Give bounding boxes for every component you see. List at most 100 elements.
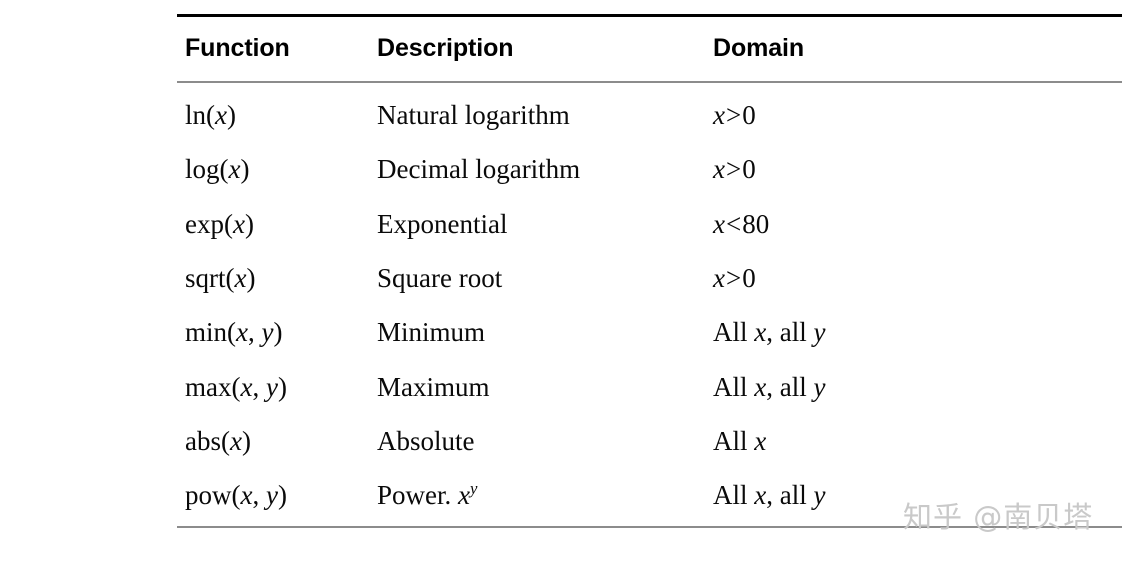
paren-open: ( bbox=[223, 208, 233, 239]
variable-y: y bbox=[813, 480, 826, 511]
cell-description: Square root bbox=[377, 263, 503, 294]
relational-operator: > bbox=[725, 100, 742, 130]
power-exponent: y bbox=[469, 479, 478, 499]
cell-description: Exponential bbox=[377, 208, 508, 239]
paren-close: ) bbox=[277, 371, 287, 402]
domain-prefix: All bbox=[713, 371, 755, 402]
paren-open: ( bbox=[231, 371, 241, 402]
cell-function: abs(x) bbox=[177, 414, 369, 468]
argument-separator: , bbox=[252, 480, 266, 511]
description-text: Power. bbox=[377, 480, 452, 511]
domain-value: 0 bbox=[742, 100, 756, 130]
paren-open: ( bbox=[231, 480, 241, 511]
function-name: pow bbox=[185, 480, 232, 511]
variable-x: x bbox=[236, 317, 248, 348]
cell-domain: x>0 bbox=[705, 83, 1122, 142]
cell-domain: All x, all y bbox=[705, 468, 1122, 525]
cell-description: Decimal logarithm bbox=[377, 154, 581, 185]
variable-x: x bbox=[230, 426, 242, 457]
column-header-description: Description bbox=[377, 34, 514, 62]
paren-close: ) bbox=[273, 317, 283, 348]
table-header: Function Description Domain bbox=[177, 17, 1122, 81]
argument-separator: , bbox=[252, 371, 266, 402]
function-name: abs bbox=[185, 426, 221, 457]
variable-y: y bbox=[813, 317, 826, 348]
functions-table: Function Description Domain bbox=[177, 17, 1122, 81]
variable-x: x bbox=[754, 371, 767, 402]
cell-domain: All x, all y bbox=[705, 305, 1122, 359]
variable-y: y bbox=[265, 371, 278, 402]
variable-y: y bbox=[261, 317, 274, 348]
table-bottom-rule bbox=[177, 525, 1122, 528]
variable-x: x bbox=[240, 371, 253, 402]
variable-x: x bbox=[234, 263, 247, 294]
variable-x: x bbox=[713, 263, 725, 294]
cell-function: ln(x) bbox=[177, 83, 369, 142]
table-row: pow(x, y) Power. xy All x, all y bbox=[177, 468, 1122, 525]
variable-x: x bbox=[713, 100, 725, 130]
table-row: exp(x) Exponential x<80 bbox=[177, 197, 1122, 251]
paren-close: ) bbox=[277, 480, 287, 511]
cell-description: Absolute bbox=[377, 426, 475, 457]
cell-description: Maximum bbox=[377, 371, 490, 402]
variable-x: x bbox=[754, 426, 767, 457]
cell-function: exp(x) bbox=[177, 197, 369, 251]
function-name: max bbox=[185, 371, 232, 402]
paren-close: ) bbox=[227, 100, 236, 130]
table-row: ln(x) Natural logarithm x>0 bbox=[177, 83, 1122, 142]
column-header-domain: Domain bbox=[713, 34, 805, 62]
variable-x: x bbox=[240, 480, 253, 511]
domain-value: 0 bbox=[742, 154, 756, 185]
function-name: sqrt bbox=[185, 263, 226, 294]
table-header-row: Function Description Domain bbox=[177, 17, 1122, 81]
cell-description: Minimum bbox=[377, 317, 486, 348]
table-row: sqrt(x) Square root x>0 bbox=[177, 251, 1122, 305]
domain-separator: , all bbox=[766, 371, 814, 402]
cell-description: Power. xy bbox=[369, 468, 705, 525]
cell-domain: All x bbox=[705, 414, 1122, 468]
variable-x: x bbox=[713, 154, 725, 185]
variable-x: x bbox=[228, 154, 241, 185]
cell-domain: All x, all y bbox=[705, 360, 1122, 414]
domain-prefix: All bbox=[713, 480, 755, 511]
paren-open: ( bbox=[227, 317, 237, 348]
function-name: min bbox=[185, 317, 228, 348]
functions-table-body: ln(x) Natural logarithm x>0 log(x) Decim… bbox=[177, 83, 1122, 526]
relational-operator: > bbox=[725, 263, 742, 294]
domain-value: 80 bbox=[742, 208, 770, 239]
variable-x: x bbox=[215, 100, 227, 130]
function-name: ln bbox=[185, 100, 207, 130]
domain-separator: , all bbox=[766, 317, 814, 348]
variable-x: x bbox=[754, 317, 767, 348]
table-row: max(x, y) Maximum All x, all y bbox=[177, 360, 1122, 414]
paren-close: ) bbox=[246, 263, 256, 294]
variable-x: x bbox=[713, 208, 725, 239]
variable-x: x bbox=[232, 208, 245, 239]
paren-close: ) bbox=[240, 154, 250, 185]
domain-value: 0 bbox=[742, 263, 756, 294]
cell-function: min(x, y) bbox=[177, 305, 369, 359]
table-row: abs(x) Absolute All x bbox=[177, 414, 1122, 468]
table-row: log(x) Decimal logarithm x>0 bbox=[177, 142, 1122, 196]
variable-y: y bbox=[265, 480, 278, 511]
variable-y: y bbox=[813, 371, 826, 402]
cell-function: log(x) bbox=[177, 142, 369, 196]
relational-operator: < bbox=[725, 208, 742, 239]
cell-function: sqrt(x) bbox=[177, 251, 369, 305]
domain-prefix: All bbox=[713, 317, 755, 348]
paren-open: ( bbox=[206, 100, 216, 130]
power-base: x bbox=[458, 480, 470, 511]
function-name: exp bbox=[185, 208, 224, 239]
paren-open: ( bbox=[219, 154, 229, 185]
variable-x: x bbox=[754, 480, 767, 511]
paren-close: ) bbox=[241, 426, 251, 457]
function-name: log bbox=[185, 154, 220, 185]
cell-function: pow(x, y) bbox=[177, 468, 369, 525]
table-top-rule bbox=[177, 14, 1122, 17]
argument-separator: , bbox=[248, 317, 262, 348]
cell-description: Natural logarithm bbox=[377, 100, 570, 130]
relational-operator: > bbox=[725, 154, 742, 185]
cell-domain: x>0 bbox=[705, 251, 1122, 305]
paren-close: ) bbox=[244, 208, 254, 239]
paren-open: ( bbox=[221, 426, 230, 457]
